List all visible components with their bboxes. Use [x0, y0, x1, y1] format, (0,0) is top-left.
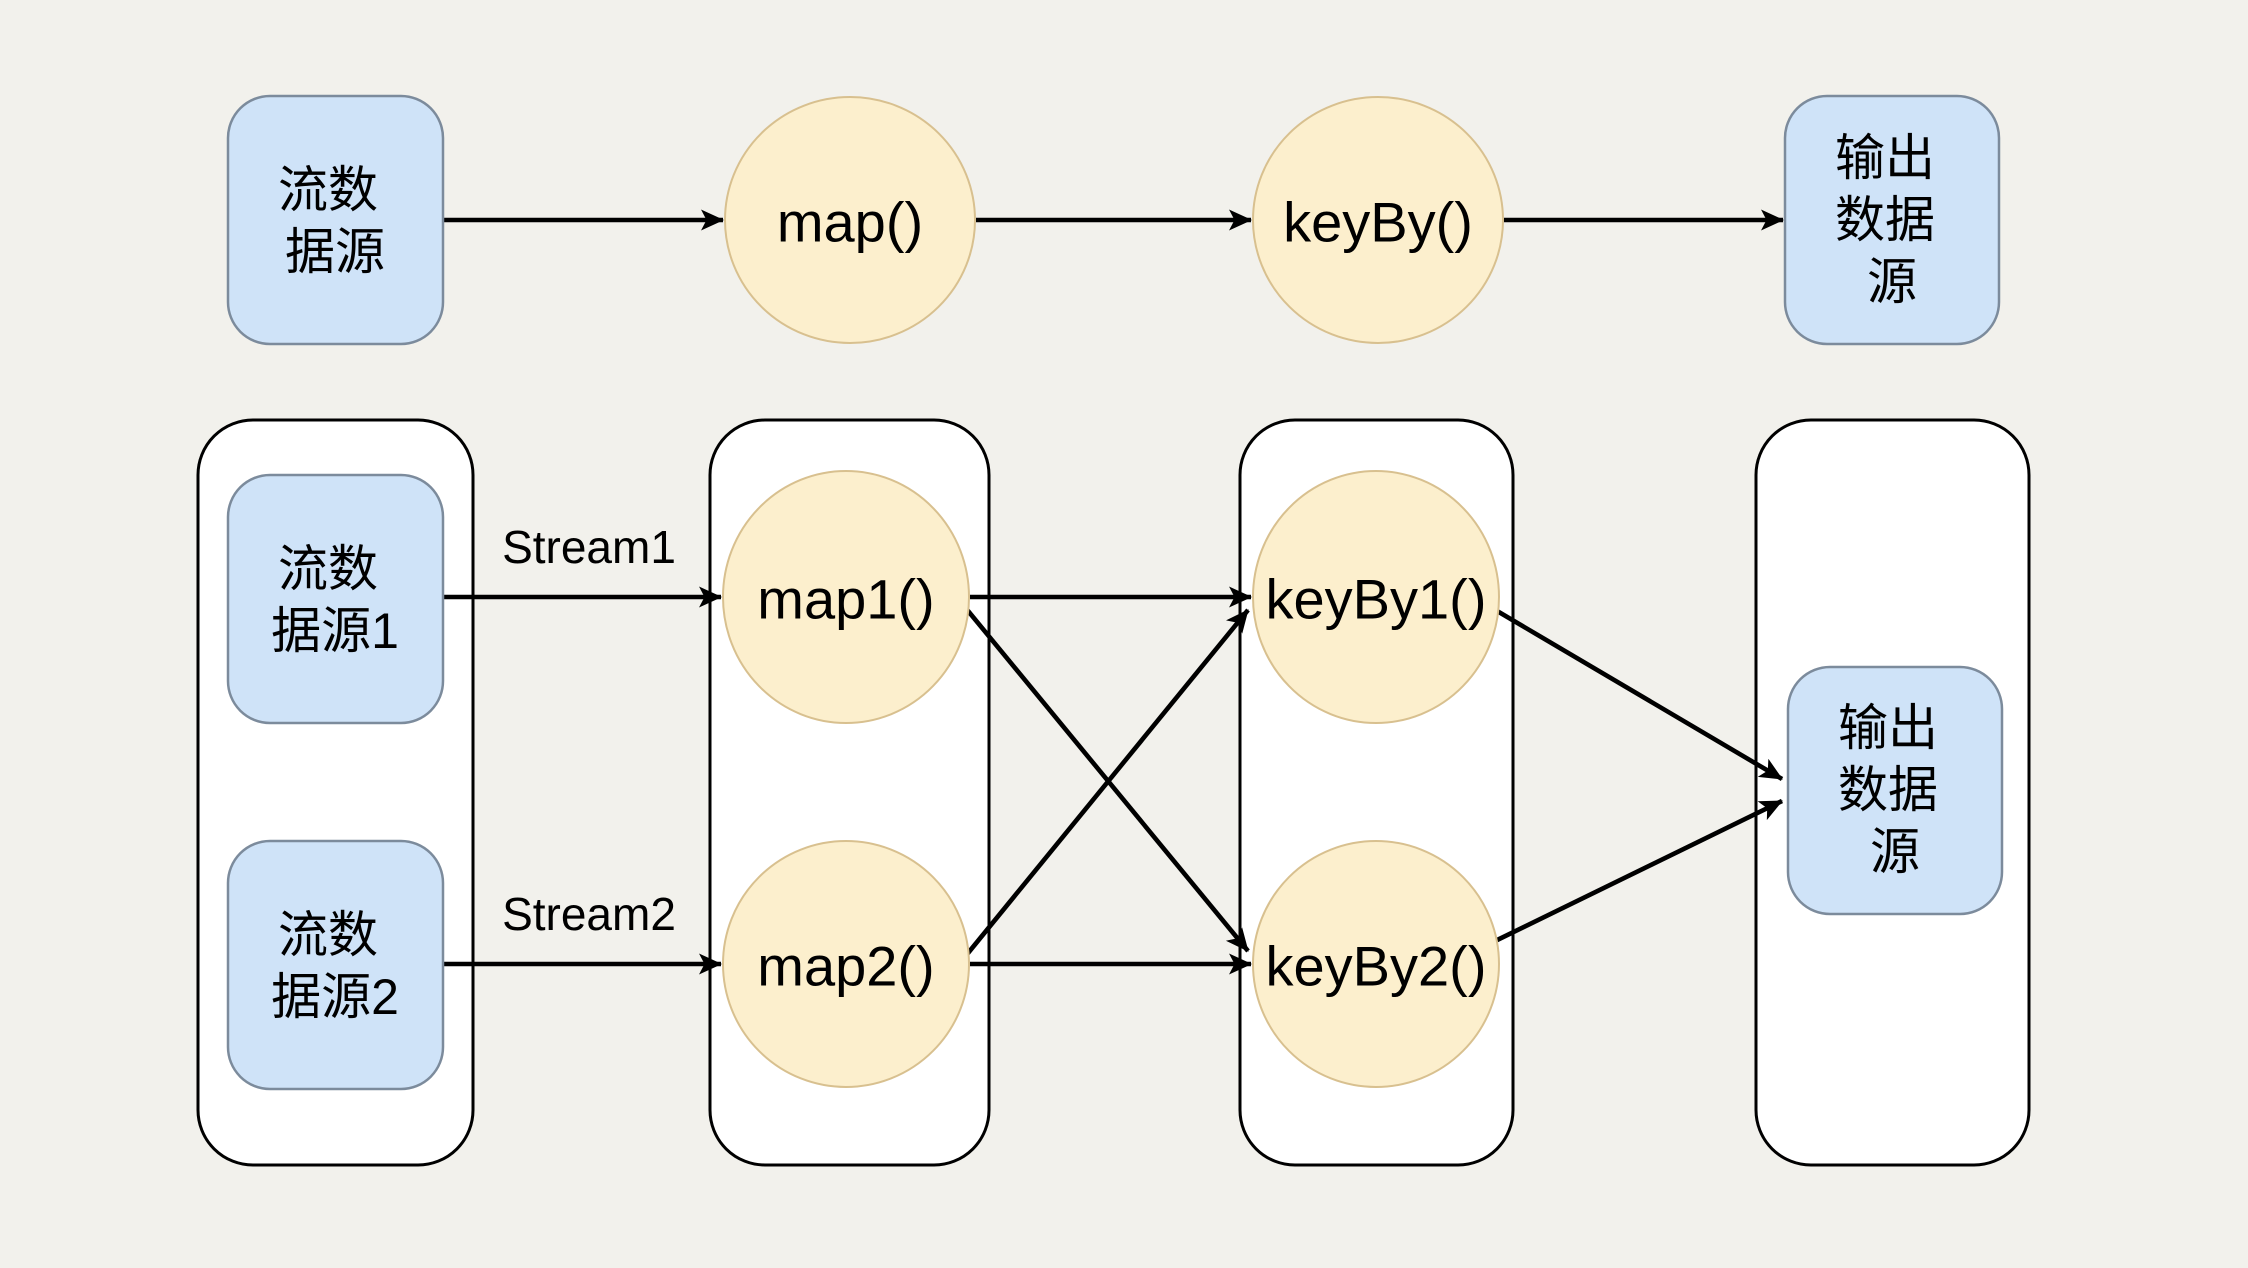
top-sink-label: 输出 数据 源 — [1835, 130, 1949, 310]
source2-label-line2: 据源2 — [271, 969, 399, 1025]
stream2-edge-label: Stream2 — [502, 888, 676, 940]
parallel-containers — [196, 418, 2031, 1167]
source1-label-line1: 流数 — [278, 541, 378, 597]
top-sink-label-line1: 输出 — [1835, 130, 1935, 186]
keyby2-node — [1252, 840, 1500, 1088]
edge-map1-to-keyby2 — [962, 604, 1250, 953]
top-keyby-node — [1252, 96, 1504, 344]
keyby1-node — [1252, 470, 1500, 724]
top-source-label-line2: 据源 — [285, 224, 385, 280]
map1-label: map1() — [757, 568, 934, 631]
stream1-edge-label: Stream1 — [502, 521, 676, 573]
edges — [444, 209, 1784, 975]
source1-label-line2: 据源1 — [271, 603, 399, 659]
source2-label: 流数 据源2 — [271, 907, 399, 1025]
top-keyby-label: keyBy() — [1283, 191, 1473, 254]
source1-label: 流数 据源1 — [271, 541, 399, 659]
top-sink-label-line2: 数据 — [1835, 192, 1935, 248]
source2-node — [226, 839, 445, 1091]
top-source-node — [226, 94, 445, 346]
source1-node — [226, 473, 445, 725]
map1-node — [722, 470, 970, 724]
parallel-sink-label-line2: 数据 — [1838, 762, 1938, 818]
top-map-label: map() — [777, 191, 923, 254]
parallel-flow-nodes: 流数 据源1 流数 据源2 Stream1 Stream2 map1() map… — [226, 470, 2004, 1091]
top-sink-label-line3: 源 — [1867, 254, 1917, 310]
parallel-sink-label: 输出 数据 源 — [1838, 700, 1952, 880]
top-source-label: 流数 据源 — [278, 162, 392, 280]
top-source-label-line1: 流数 — [278, 162, 378, 218]
map2-node — [722, 840, 970, 1088]
keyby1-label: keyBy1() — [1266, 568, 1487, 631]
map2-label: map2() — [757, 935, 934, 998]
parallel-sink-label-line1: 输出 — [1838, 700, 1938, 756]
parallel-sink-label-line3: 源 — [1870, 824, 1920, 880]
edge-map2-to-keyby1 — [962, 608, 1250, 960]
top-map-node — [724, 96, 976, 344]
edge-keyby2-to-sink — [1487, 798, 1784, 947]
source2-label-line1: 流数 — [278, 907, 378, 963]
parallel-sink-node — [1786, 665, 2004, 916]
keyby2-label: keyBy2() — [1266, 935, 1487, 998]
top-sink-node — [1783, 94, 2001, 346]
top-flow-nodes: 流数 据源 map() keyBy() 输出 数据 源 — [226, 94, 2001, 346]
edge-keyby1-to-sink — [1490, 606, 1784, 781]
